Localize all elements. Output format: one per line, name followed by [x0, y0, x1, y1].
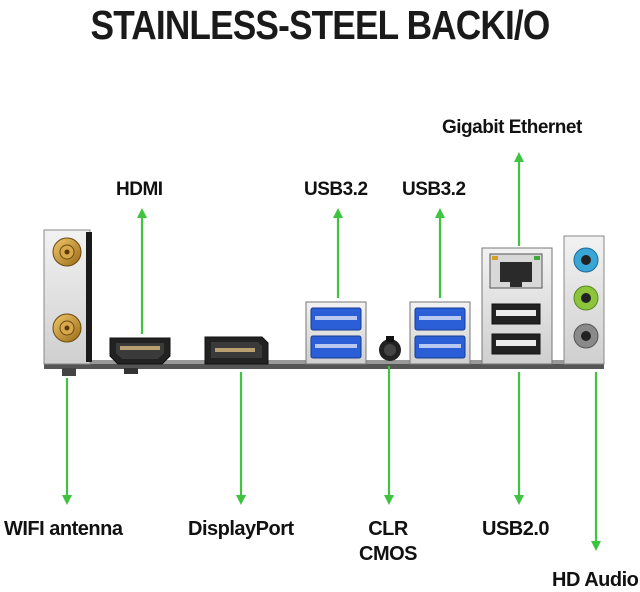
label-hdmi: HDMI [116, 179, 163, 200]
usb32-stack-left [305, 301, 367, 365]
usb20-port-top-icon [491, 303, 541, 325]
label-clr-cmos-line2: CMOS [359, 543, 418, 565]
label-gigabit-ethernet: Gigabit Ethernet [442, 117, 582, 138]
audio-jack-line-in-icon [573, 247, 599, 273]
hdmi-port-icon [109, 337, 171, 374]
antenna-connector-bottom-icon [52, 313, 82, 343]
label-usb32-left: USB3.2 [304, 179, 368, 200]
label-wifi-antenna: WIFI antenna [4, 518, 123, 540]
displayport-icon [204, 336, 269, 365]
wifi-antenna-bracket [43, 229, 92, 376]
usb20-port-bottom-icon [491, 333, 541, 355]
audio-jack-mic-icon [573, 323, 599, 349]
ethernet-usb20-stack [481, 247, 553, 365]
label-displayport: DisplayPort [188, 518, 294, 540]
label-usb20: USB2.0 [482, 518, 550, 540]
page-title: STAINLESS-STEEL BACKI/O [90, 2, 551, 48]
audio-jack-line-out-icon [573, 285, 599, 311]
usb32-stack-right [409, 301, 471, 365]
label-clr-cmos-line1: CLR [368, 518, 408, 540]
hd-audio-jacks [563, 235, 605, 365]
antenna-connector-top-icon [52, 237, 82, 267]
label-hd-audio: HD Audio [552, 569, 639, 591]
label-usb32-right: USB3.2 [402, 179, 466, 200]
clr-cmos-button-icon [379, 336, 401, 361]
ethernet-port-icon [489, 253, 543, 289]
